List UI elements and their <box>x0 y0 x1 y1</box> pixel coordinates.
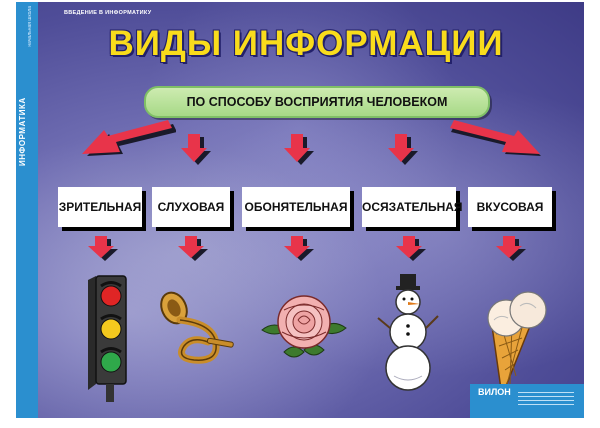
category-box-taste: ВКУСОВАЯ <box>468 187 552 227</box>
lower-arrow-visual-icon <box>88 236 118 261</box>
poster: ИНФОРМАТИКА начальная школа ВВЕДЕНИЕ В И… <box>16 2 584 418</box>
category-box-olfactory: ОБОНЯТЕЛЬНАЯ <box>242 187 350 227</box>
sidebar-subtitle: начальная школа <box>27 6 33 47</box>
traffic-light-icon <box>88 275 127 402</box>
page-title: ВИДЫ ИНФОРМАЦИИ <box>108 24 504 63</box>
ice-cream-icon <box>487 291 547 399</box>
rose-icon <box>261 295 347 358</box>
category-box-visual: ЗРИТЕЛЬНАЯ <box>58 187 142 227</box>
publisher-brand: ВИЛОН <box>478 387 511 397</box>
arrow-to-olfactory-icon <box>284 134 314 165</box>
subtitle-pill: ПО СПОСОБУ ВОСПРИЯТИЯ ЧЕЛОВЕКОМ <box>144 86 490 118</box>
publisher-logo: ВИЛОН <box>470 384 584 418</box>
arrow-to-auditory-icon <box>181 134 211 165</box>
arrow-to-taste-icon <box>450 120 541 156</box>
arrow-to-visual-icon <box>82 120 176 156</box>
category-box-auditory: СЛУХОВАЯ <box>152 187 230 227</box>
horn-icon <box>160 291 234 364</box>
lower-arrow-olfactory-icon <box>284 236 314 261</box>
lower-arrow-tactile-icon <box>396 236 426 261</box>
snowman-icon <box>377 274 439 391</box>
sidebar-strip: ИНФОРМАТИКА начальная школа <box>16 2 38 418</box>
section-label: ВВЕДЕНИЕ В ИНФОРМАТИКУ <box>64 10 152 16</box>
lower-arrow-taste-icon <box>496 236 526 261</box>
publisher-info-lines <box>518 392 574 408</box>
arrow-to-tactile-icon <box>388 134 418 165</box>
category-box-tactile: ОСЯЗАТЕЛЬНАЯ <box>362 187 463 227</box>
lower-arrow-auditory-icon <box>178 236 208 261</box>
